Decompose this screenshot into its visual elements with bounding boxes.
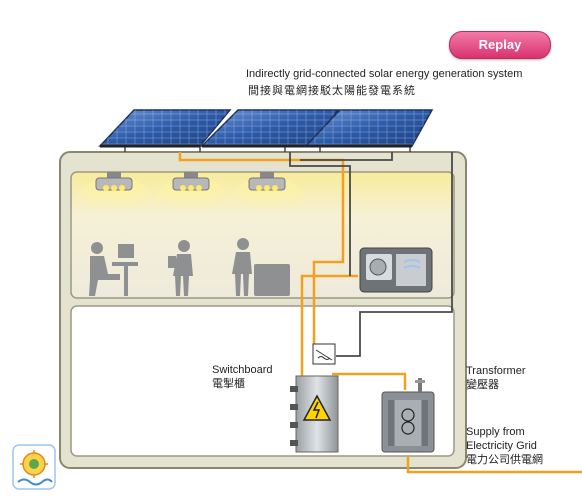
switchboard-label-en: Switchboard bbox=[212, 364, 273, 376]
ceiling-light-icon bbox=[248, 172, 286, 191]
title-chinese: 間接與電網接駁太陽能發電系統 bbox=[248, 85, 416, 97]
logo-icon bbox=[12, 444, 56, 490]
transformer-label-zh: 變壓器 bbox=[466, 379, 499, 391]
high-voltage-icon bbox=[302, 394, 332, 421]
replay-button[interactable]: Replay bbox=[449, 31, 551, 59]
switchboard-label-zh: 電掣櫃 bbox=[212, 378, 245, 390]
office-worker-icon bbox=[89, 242, 138, 296]
office-worker-icon bbox=[168, 240, 193, 296]
solar-panel-icon bbox=[98, 109, 232, 148]
transformer-label-en: Transformer bbox=[466, 365, 526, 377]
air-conditioner-icon bbox=[359, 247, 433, 293]
title-english: Indirectly grid-connected solar energy g… bbox=[246, 68, 523, 80]
ceiling-light-icon bbox=[95, 172, 133, 191]
supply-label-zh: 電力公司供電網 bbox=[466, 454, 543, 466]
ceiling-light-icon bbox=[172, 172, 210, 191]
solar-panel-icon bbox=[200, 109, 340, 148]
grey-wire bbox=[289, 152, 453, 357]
transformer-icon bbox=[381, 378, 435, 453]
solar-panel-icon bbox=[304, 109, 434, 148]
inverter-icon bbox=[312, 343, 336, 365]
lower-room bbox=[70, 305, 455, 457]
switchboard-icon bbox=[290, 375, 339, 453]
supply-label-line2: Electricity Grid bbox=[466, 440, 537, 452]
supply-label-line1: Supply from bbox=[466, 426, 525, 438]
office-worker-icon bbox=[232, 238, 290, 296]
